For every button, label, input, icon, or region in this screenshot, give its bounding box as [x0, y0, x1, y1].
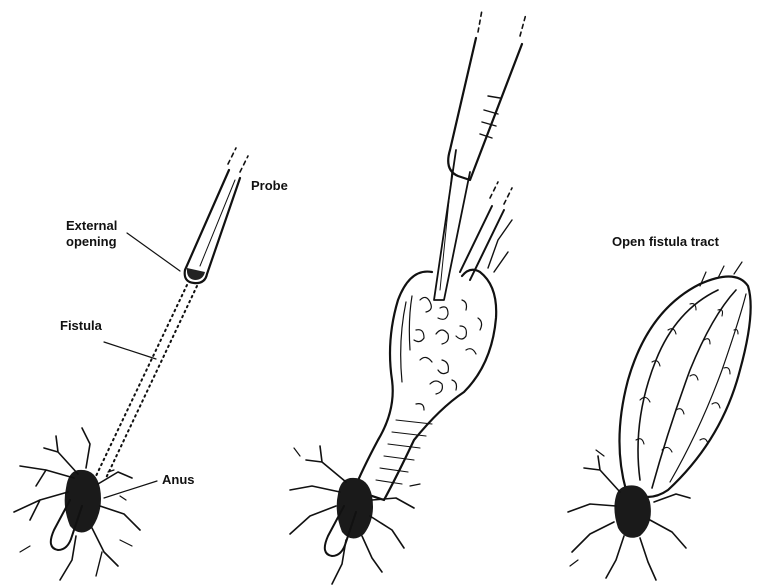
fistula-tract-dotted [96, 285, 197, 478]
label-fistula: Fistula [60, 318, 103, 333]
anus-panel-3 [568, 450, 690, 580]
incised-wound [354, 220, 512, 500]
scalpel [434, 38, 522, 300]
panel-2-incision [290, 10, 526, 584]
probe [185, 170, 240, 283]
scalpel-dashed-top [478, 10, 526, 36]
label-probe: Probe [251, 178, 288, 193]
probe-dashed-continuation [228, 148, 248, 172]
panel-3-open-tract: Open fistula tract [568, 234, 751, 580]
label-open-fistula-tract: Open fistula tract [612, 234, 720, 249]
panel-1-probe-insertion: Probe External opening Fistula Anus [14, 148, 288, 580]
open-fistula-tract [619, 262, 750, 497]
label-external-opening-line2: opening [66, 234, 117, 249]
leader-lines-panel-1 [104, 233, 180, 498]
label-anus: Anus [162, 472, 195, 487]
label-external-opening-line1: External [66, 218, 117, 233]
anus-panel-1 [14, 428, 140, 580]
